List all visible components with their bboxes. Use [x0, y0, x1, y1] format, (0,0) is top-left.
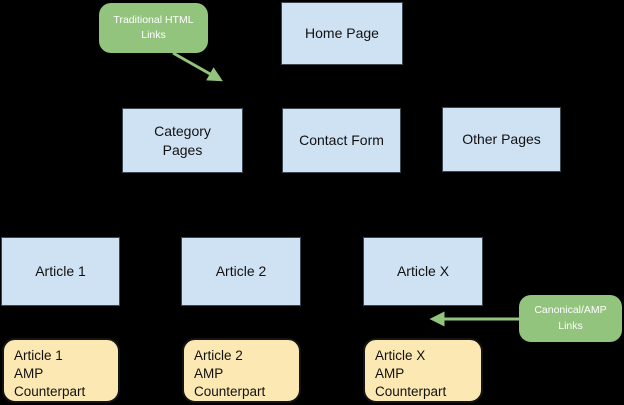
node-category-pages: Category Pages [122, 108, 243, 173]
node-contact-form: Contact Form [282, 108, 401, 173]
node-article-2-amp-counterpart: Article 2 AMP Counterpart [182, 338, 301, 403]
arrow-traditional-html-links [172, 51, 223, 82]
node-home-page: Home Page [281, 2, 403, 65]
node-article-x: Article X [363, 237, 483, 306]
node-article-2: Article 2 [181, 237, 301, 306]
node-other-pages: Other Pages [442, 107, 561, 172]
node-article-x-amp-counterpart: Article X AMP Counterpart [363, 338, 483, 403]
callout-traditional-html-links: Traditional HTML Links [99, 3, 208, 53]
node-article-1: Article 1 [1, 237, 120, 306]
node-article-1-amp-counterpart: Article 1 AMP Counterpart [2, 338, 120, 403]
callout-canonical-amp-links: Canonical/AMP Links [519, 295, 622, 342]
